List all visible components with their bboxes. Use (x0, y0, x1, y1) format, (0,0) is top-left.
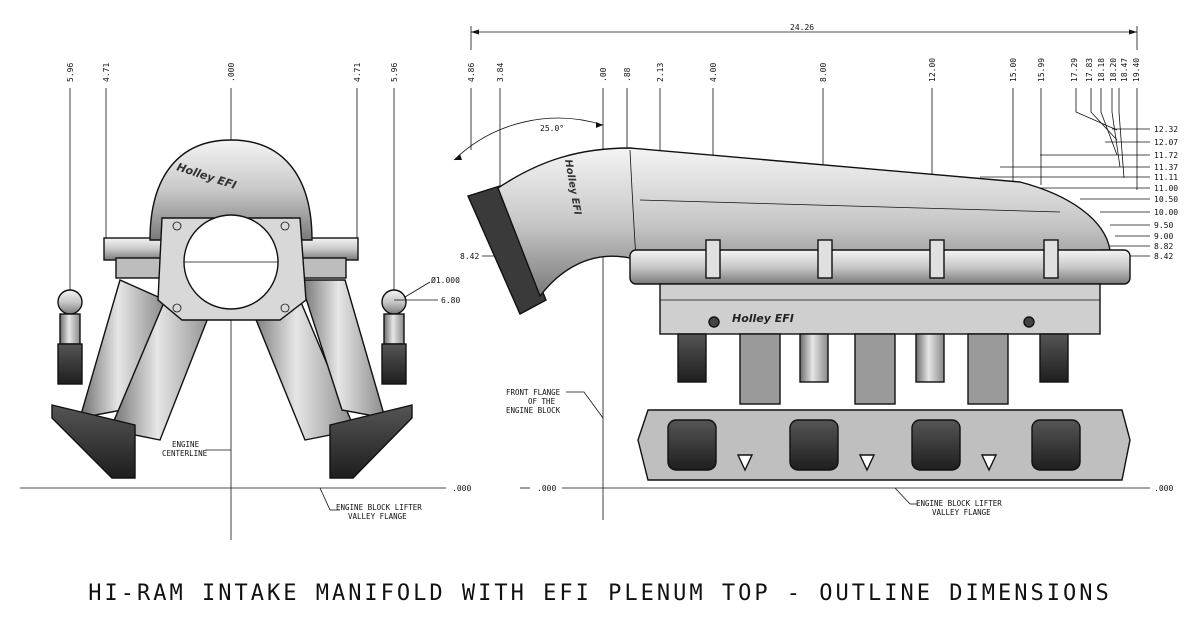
side-rdim-12-32: 12.32 (1154, 125, 1178, 134)
side-dim-17-29: 17.29 (1070, 58, 1079, 82)
side-injectors (677, 333, 1069, 405)
front-height-label: 6.80 (441, 296, 460, 305)
side-base-flange: Holley EFI (629, 239, 1131, 335)
side-dim-15-99: 15.99 (1037, 58, 1046, 82)
side-dim-18-20: 18.20 (1109, 58, 1118, 82)
side-dim-0-88: .88 (623, 67, 632, 82)
side-rdim-11-00: 11.00 (1154, 184, 1178, 193)
front-flange-note-3: ENGINE BLOCK (506, 406, 561, 415)
front-flange-note-1: FRONT FLANGE (506, 388, 561, 397)
side-dim-8-00: 8.00 (819, 63, 828, 82)
side-rdim-8-42: 8.42 (1154, 252, 1173, 261)
side-dim-2-13: 2.13 (656, 63, 665, 82)
side-rdim-10-50: 10.50 (1154, 195, 1178, 204)
side-lifter-note-2: VALLEY FLANGE (932, 508, 991, 517)
side-baseline-left-label: .000 (537, 484, 556, 493)
side-dim-12-00: 12.00 (928, 58, 937, 82)
side-dim-00: .00 (599, 67, 608, 82)
front-runners (51, 279, 413, 479)
side-plenum: Holley EFI (467, 147, 1111, 315)
side-dim-15-00: 15.00 (1009, 58, 1018, 82)
front-lifter-note-1: ENGINE BLOCK LIFTER (336, 503, 422, 512)
front-dim-000: .000 (227, 63, 236, 82)
side-dim-19-40: 19.40 (1132, 58, 1141, 82)
front-injectors (57, 289, 407, 385)
side-rdim-11-37: 11.37 (1154, 163, 1178, 172)
front-plenum: Holley EFI (103, 139, 359, 321)
side-lifter-note-1: ENGINE BLOCK LIFTER (916, 499, 1002, 508)
angle-label: 25.0° (540, 124, 564, 133)
overall-length-label: 24.26 (790, 23, 814, 32)
front-lifter-note-2: VALLEY FLANGE (348, 512, 407, 521)
side-view: 24.26 4.86 3.84 .00 .88 2.13 4.00 8.00 1 (453, 23, 1178, 520)
side-dim-3-84: 3.84 (496, 63, 505, 82)
front-view: 5.96 4.71 .000 4.71 5.96 (20, 63, 471, 540)
front-diameter-label: Ø1.000 (431, 275, 460, 285)
front-dim-5-96-left: 5.96 (66, 63, 75, 82)
front-flange-note-2: OF THE (528, 397, 556, 406)
front-dim-4-71-left: 4.71 (102, 63, 111, 82)
front-dim-4-71-right: 4.71 (353, 63, 362, 82)
side-rail-logo: Holley EFI (732, 312, 794, 325)
side-lower-flange (637, 409, 1131, 481)
front-centerline-note-2: CENTERLINE (162, 449, 208, 458)
front-dim-5-96-right: 5.96 (390, 63, 399, 82)
front-centerline-note-1: ENGINE (172, 440, 200, 449)
side-rdim-10-00: 10.00 (1154, 208, 1178, 217)
side-rdim-11-72: 11.72 (1154, 151, 1178, 160)
side-rdim-8-82: 8.82 (1154, 242, 1173, 251)
angle-arc (453, 117, 604, 161)
side-left-height-label: 8.42 (460, 252, 479, 261)
front-baseline-label: .000 (452, 484, 471, 493)
side-dim-4-00: 4.00 (709, 63, 718, 82)
drawing-title: HI-RAM INTAKE MANIFOLD WITH EFI PLENUM T… (88, 581, 1111, 606)
side-rdim-12-07: 12.07 (1154, 138, 1178, 147)
side-rdim-11-11: 11.11 (1154, 173, 1178, 182)
side-rdim-9-50: 9.50 (1154, 221, 1173, 230)
side-dim-17-83: 17.83 (1085, 58, 1094, 82)
side-rdim-9-00: 9.00 (1154, 232, 1173, 241)
side-dim-18-18: 18.18 (1097, 58, 1106, 82)
side-dim-18-47: 18.47 (1120, 58, 1129, 82)
side-baseline-right-label: .000 (1154, 484, 1173, 493)
side-dim-4-86: 4.86 (467, 63, 476, 82)
